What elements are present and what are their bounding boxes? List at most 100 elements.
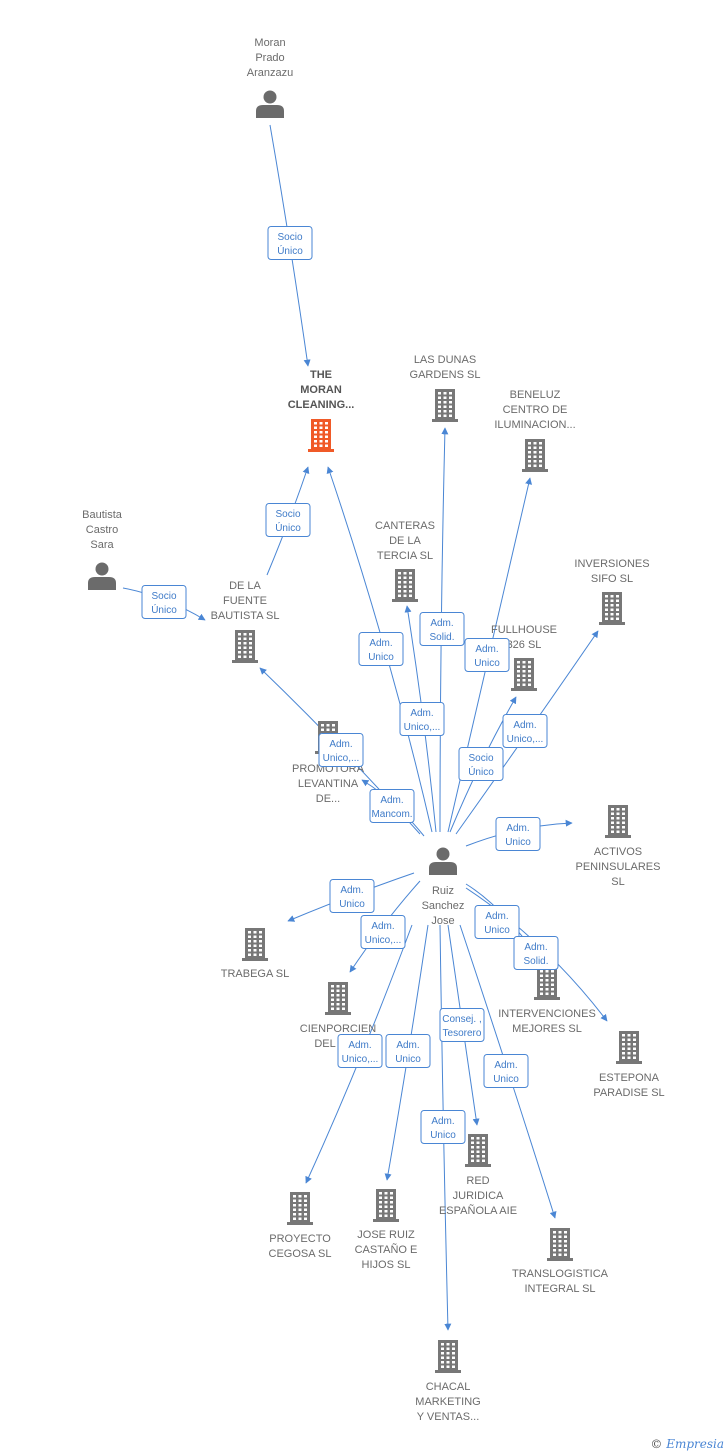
company-node-moran-cleaning[interactable]: THEMORANCLEANING... [288, 369, 355, 452]
relation-badge[interactable]: Adm. Unico,... [399, 702, 445, 736]
relation-badge[interactable]: Adm.Unico [483, 1054, 529, 1088]
node-label-line: PARADISE SL [593, 1087, 664, 1099]
node-label-line: SIFO SL [591, 573, 633, 585]
relation-badge-box[interactable] [495, 817, 541, 851]
relation-label-line: Unico [505, 837, 531, 848]
relation-label-line: Único [151, 603, 177, 616]
node-label-line: CENTRO DE [503, 404, 568, 416]
company-node-estepona[interactable]: ESTEPONA PARADISE SL [593, 1031, 665, 1099]
relation-badge-box[interactable] [439, 1008, 485, 1042]
relation-label-line: Unico,... [404, 722, 441, 733]
building-icon [547, 1228, 573, 1261]
relation-badge-box[interactable] [267, 226, 313, 260]
relation-badge-box[interactable] [513, 936, 559, 970]
relation-label-line: Adm. [329, 739, 352, 750]
relation-label-line: Unico [430, 1130, 456, 1141]
relation-badge-box[interactable] [265, 503, 311, 537]
building-icon [373, 1189, 399, 1222]
node-label-line: MARKETING [415, 1396, 480, 1408]
relation-badge[interactable]: Consej. ,Tesorero [439, 1008, 485, 1042]
relation-badge-box[interactable] [483, 1054, 529, 1088]
relation-label-line: Mancom. [371, 809, 412, 820]
relation-badge-box[interactable] [358, 632, 404, 666]
relation-badge[interactable]: Adm.Mancom. [369, 789, 415, 823]
relation-badge[interactable]: Adm.Unico,... [337, 1034, 383, 1068]
relation-badge-box[interactable] [464, 638, 510, 672]
relation-label-line: Consej. , [442, 1014, 481, 1025]
company-node-trabega[interactable]: TRABEGA SL [221, 928, 289, 980]
relation-badge[interactable]: Adm. Unico,... [318, 733, 364, 767]
node-label-line: ESTEPONA [599, 1072, 660, 1084]
node-label-line: DE LA [389, 535, 421, 547]
relation-badge[interactable]: Adm. Solid. [419, 612, 465, 646]
building-icon [435, 1340, 461, 1373]
relation-label-line: Unico,... [323, 753, 360, 764]
relation-badge-box[interactable] [329, 879, 375, 913]
relation-badge[interactable]: Adm.Unico [420, 1110, 466, 1144]
relation-label-line: Socio [277, 232, 302, 243]
node-label-line: Aranzazu [247, 67, 293, 79]
node-label-line: GARDENS SL [410, 369, 481, 381]
relation-badge-box[interactable] [419, 612, 465, 646]
node-label-line: TRABEGA SL [221, 968, 289, 980]
relation-badge[interactable]: Adm.Unico [329, 879, 375, 913]
relation-label-line: Adm. [410, 708, 433, 719]
relation-label-line: Unico,... [365, 935, 402, 946]
relation-badge-box[interactable] [360, 915, 406, 949]
relation-badge-box[interactable] [458, 747, 504, 781]
node-label-line: FULLHOUSE [491, 624, 557, 636]
relation-badge[interactable]: Adm.Unico [358, 632, 404, 666]
relation-badge[interactable]: Adm.Solid. [513, 936, 559, 970]
node-label-line: Ruiz [432, 885, 454, 897]
relation-badge[interactable]: Adm.Unico [385, 1034, 431, 1068]
relation-badge[interactable]: Adm.Unico [474, 905, 520, 939]
relation-badge[interactable]: Adm.Unico,... [360, 915, 406, 949]
node-label-line: Bautista [82, 509, 123, 521]
relation-badge-box[interactable] [369, 789, 415, 823]
node-label-line: INVERSIONES [574, 558, 649, 570]
building-icon [325, 982, 351, 1015]
relation-badge-box[interactable] [420, 1110, 466, 1144]
relation-badge-box[interactable] [337, 1034, 383, 1068]
relation-badge-box[interactable] [502, 714, 548, 748]
relation-badge-box[interactable] [474, 905, 520, 939]
relation-badge-box[interactable] [318, 733, 364, 767]
node-label-line: THE [310, 369, 332, 381]
relation-badge[interactable]: Adm.Unico [464, 638, 510, 672]
relation-label-line: Adm. [524, 942, 547, 953]
relation-badge[interactable]: Adm.Unico [495, 817, 541, 851]
relation-badge-box[interactable] [385, 1034, 431, 1068]
relation-badge[interactable]: Adm.Unico,... [502, 714, 548, 748]
building-icon [605, 805, 631, 838]
node-label-line: Y VENTAS... [417, 1411, 480, 1423]
relation-label-line: Adm. [430, 618, 453, 629]
relation-label-line: Unico,... [507, 734, 544, 745]
node-label-line: RED [466, 1175, 489, 1187]
relation-label-line: Solid. [429, 632, 454, 643]
relation-label-line: Socio [151, 591, 176, 602]
relation-badge-box[interactable] [141, 585, 187, 619]
relation-badge-box[interactable] [399, 702, 445, 736]
company-node-inversiones-sifo[interactable]: INVERSIONES SIFO SL [574, 558, 650, 625]
node-label-line: DE... [316, 793, 340, 805]
relation-label-line: Adm. [396, 1040, 419, 1051]
